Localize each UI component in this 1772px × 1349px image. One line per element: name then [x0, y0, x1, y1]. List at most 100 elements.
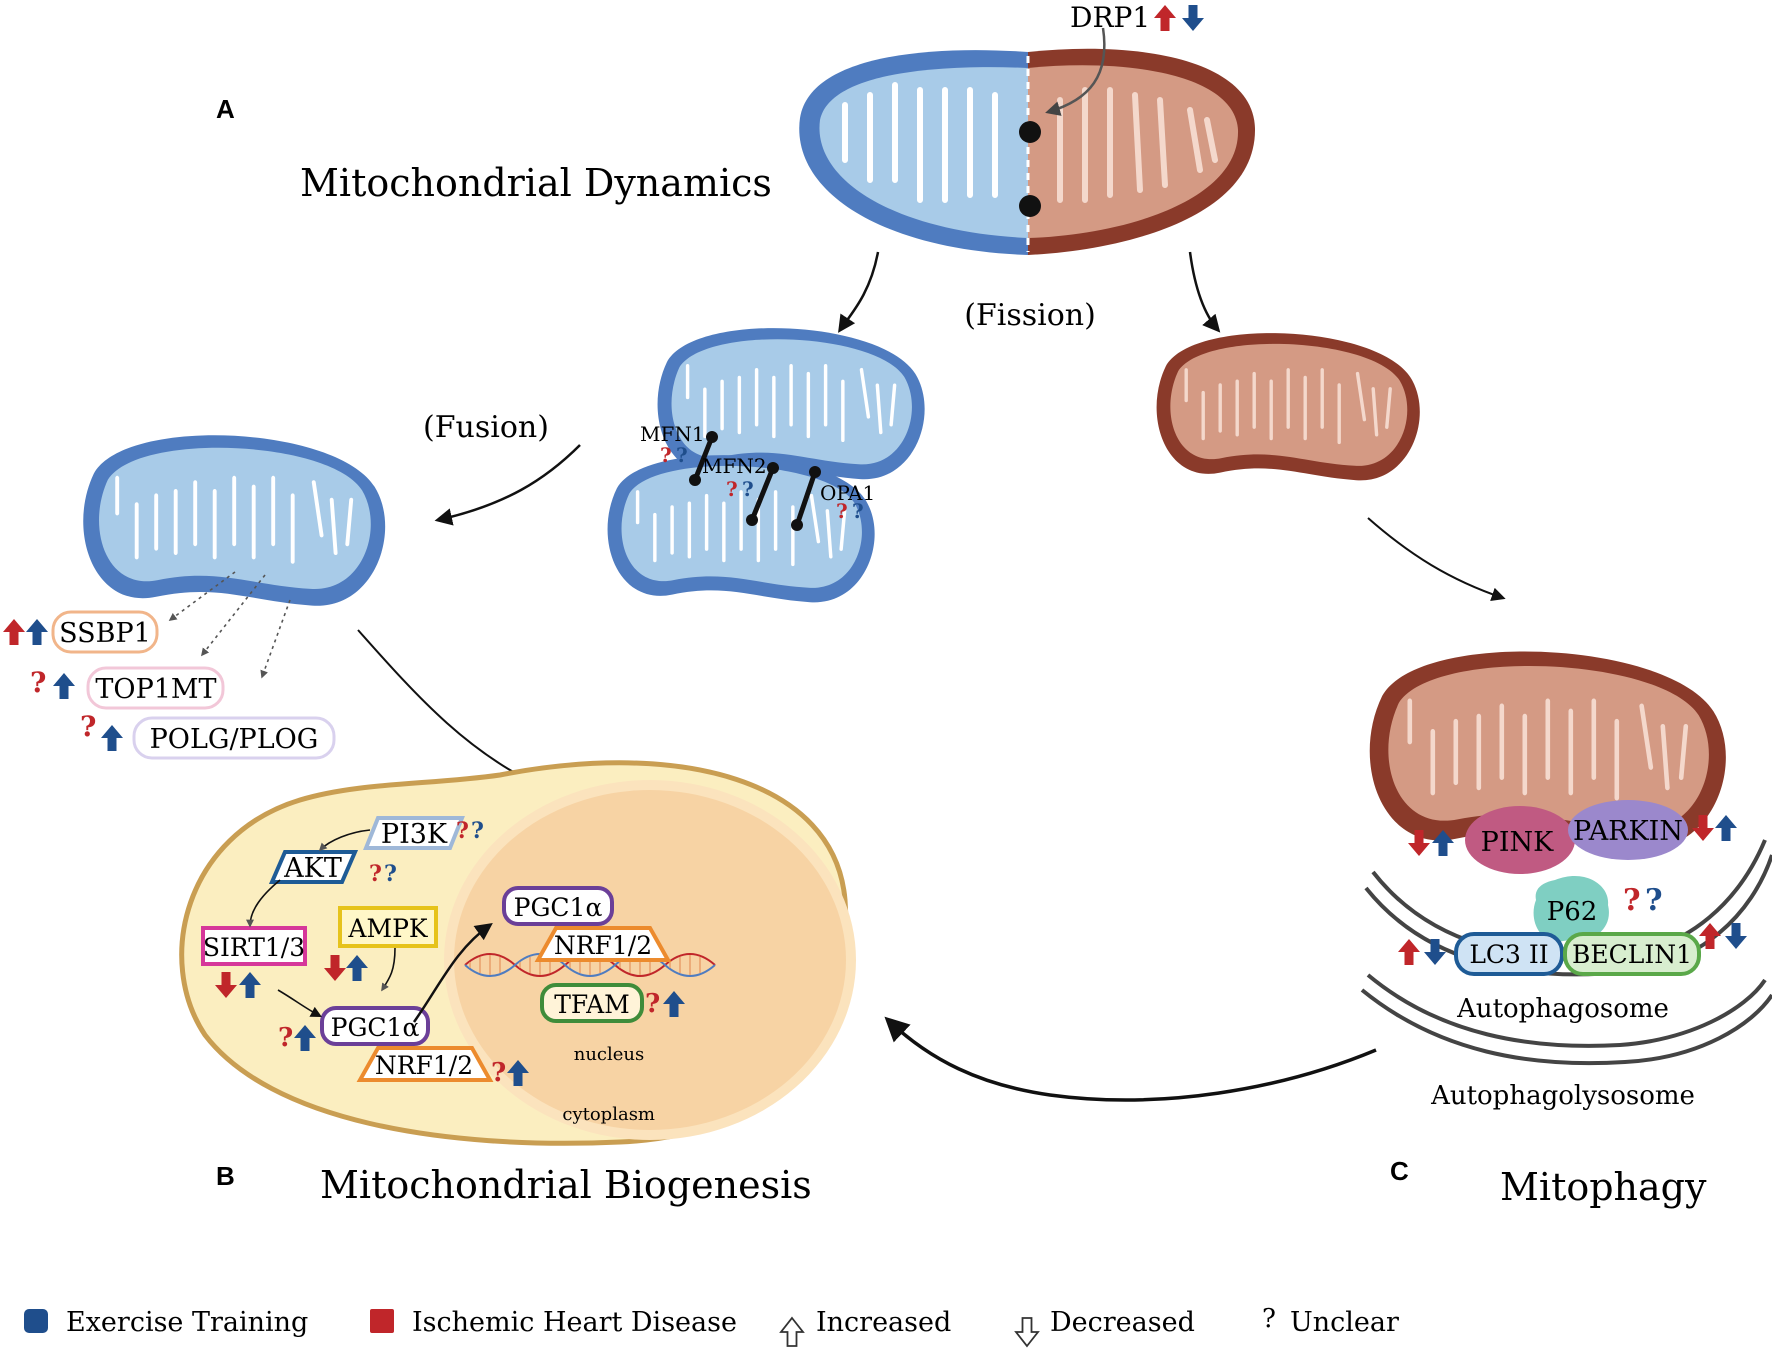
drp1-ihd-up-icon: [1154, 5, 1176, 31]
p62-label: P62: [1547, 897, 1598, 927]
top1mt-label: TOP1MT: [95, 674, 216, 705]
panel-a-title: Mitochondrial Dynamics: [300, 161, 772, 205]
polg-ihd-unclear: ?: [80, 710, 96, 743]
top1mt-box: [86, 666, 225, 710]
mfn1-label: MFN1: [640, 422, 705, 446]
akt-exercise-unclear: ?: [384, 861, 397, 887]
nrf-nucleus-label: NRF1/2: [554, 931, 652, 960]
pgc-cytoplasm-ihd-unclear: ?: [278, 1023, 293, 1053]
pathway-arrows: [246, 829, 493, 1023]
sirt-box: [201, 926, 307, 966]
legend-exercise-label: Exercise Training: [66, 1307, 308, 1338]
drp1-exercise-down-icon: [1182, 5, 1204, 31]
beclin-box: [1563, 932, 1701, 976]
pink-blob: [1465, 806, 1575, 874]
parkin-label: PARKIN: [1573, 816, 1683, 847]
legend-exercise-swatch: [24, 1309, 48, 1333]
polg-box: [132, 716, 336, 760]
drp1-label: DRP1: [1070, 1, 1150, 34]
p62-blob: [1533, 876, 1609, 942]
panel-c-title: Mitophagy: [1500, 1165, 1707, 1209]
mtdna-protein-pointers: [168, 571, 291, 679]
fused-mitochondrion: [83, 435, 385, 606]
nrf-cytoplasm-ihd-unclear: ?: [491, 1058, 506, 1088]
lc3-ihd-up-icon: [1398, 939, 1420, 965]
mfn1-ihd-unclear: ?: [660, 443, 672, 467]
drp1-dot-lower: [1019, 195, 1041, 217]
pi3k-ihd-unclear: ?: [456, 818, 469, 844]
top1mt-exercise-up-icon: [53, 673, 75, 699]
panel-a-letter: A: [216, 94, 235, 124]
akt-box: [268, 850, 359, 884]
legend-increased-label: Increased: [816, 1307, 951, 1338]
nrf-cytoplasm-box: [356, 1046, 494, 1082]
legend-ihd-label: Ischemic Heart Disease: [412, 1307, 737, 1338]
akt-ihd-unclear: ?: [369, 861, 382, 887]
tfam-label: TFAM: [554, 990, 630, 1019]
legend-ihd-swatch: [370, 1309, 394, 1333]
ssbp1-exercise-up-icon: [26, 619, 48, 645]
tfam-box: [540, 983, 644, 1023]
fusion-arrow: [434, 444, 581, 526]
mfn2-exercise-unclear: ?: [742, 477, 754, 501]
drp1-pointer: [1045, 27, 1106, 116]
p62-ihd-unclear: ?: [1623, 883, 1641, 918]
mitophagy-to-biogenesis-arrow: [884, 1016, 1377, 1102]
mfn2-label: MFN2: [702, 454, 767, 478]
parkin-blob: [1568, 800, 1688, 860]
damaged-mitochondrion-small: [1154, 331, 1422, 483]
panel-b-title: Mitochondrial Biogenesis: [320, 1163, 812, 1207]
akt-label: AKT: [283, 853, 342, 884]
pgc-nucleus-label: PGC1α: [514, 893, 603, 922]
mfn1-exercise-unclear: ?: [676, 443, 688, 467]
sirt-label: SIRT1/3: [203, 933, 305, 962]
fission-to-mitophagy-arrow: [1367, 517, 1506, 602]
fission-label: (Fission): [964, 298, 1096, 333]
p62-exercise-unclear: ?: [1645, 883, 1663, 918]
ssbp1-box: [51, 610, 159, 654]
beclin-label: BECLIN1: [1572, 940, 1692, 969]
legend-unclear-symbol: ?: [1262, 1304, 1276, 1334]
legend: Exercise Training Ischemic Heart Disease…: [24, 1304, 1399, 1347]
fusion-to-biogenesis-arrow: [357, 629, 551, 792]
lc3-label: LC3 II: [1469, 940, 1548, 969]
opa1-ihd-unclear: ?: [836, 499, 848, 523]
opa1-label: OPA1: [820, 481, 875, 505]
autophagosome-label: Autophagosome: [1456, 994, 1669, 1024]
lc3-exercise-down-icon: [1424, 939, 1446, 965]
fusion-tethers: [692, 436, 818, 526]
top1mt-ihd-unclear: ?: [30, 666, 46, 699]
pi3k-box: [363, 816, 465, 850]
lc3-box: [1454, 932, 1564, 976]
panel-c-letter: C: [1390, 1156, 1409, 1186]
fission-arrow-right: [1188, 251, 1221, 333]
fission-arrow-left: [838, 251, 880, 333]
mfn2-ihd-unclear: ?: [726, 477, 738, 501]
pi3k-exercise-unclear: ?: [471, 818, 484, 844]
legend-decreased-icon: [1015, 1317, 1039, 1347]
pgc-nucleus-box: [502, 886, 614, 926]
ssbp1-ihd-up-icon: [3, 619, 25, 645]
polg-label: POLG/PLOG: [150, 724, 319, 755]
legend-increased-icon: [780, 1317, 804, 1347]
legend-decreased-label: Decreased: [1050, 1307, 1195, 1338]
nucleus-label: nucleus: [574, 1044, 645, 1065]
polg-exercise-up-icon: [101, 725, 123, 751]
tfam-ihd-unclear: ?: [645, 989, 660, 1019]
ampk-box: [338, 906, 438, 948]
ampk-label: AMPK: [347, 914, 428, 943]
nrf-cytoplasm-label: NRF1/2: [375, 1051, 473, 1080]
ssbp1-label: SSBP1: [59, 618, 151, 649]
parkin-exercise-up-icon: [1715, 815, 1737, 841]
opa1-exercise-unclear: ?: [852, 499, 864, 523]
pgc-cytoplasm-box: [320, 1006, 430, 1046]
nrf-nucleus-box: [534, 926, 672, 962]
pi3k-label: PI3K: [381, 819, 448, 850]
pgc-cytoplasm-label: PGC1α: [331, 1013, 420, 1042]
drp1-dot-upper: [1019, 121, 1041, 143]
legend-unclear-label: Unclear: [1290, 1307, 1399, 1338]
tether-dots: [689, 431, 821, 531]
autophagolysosome-label: Autophagolysosome: [1430, 1081, 1695, 1111]
